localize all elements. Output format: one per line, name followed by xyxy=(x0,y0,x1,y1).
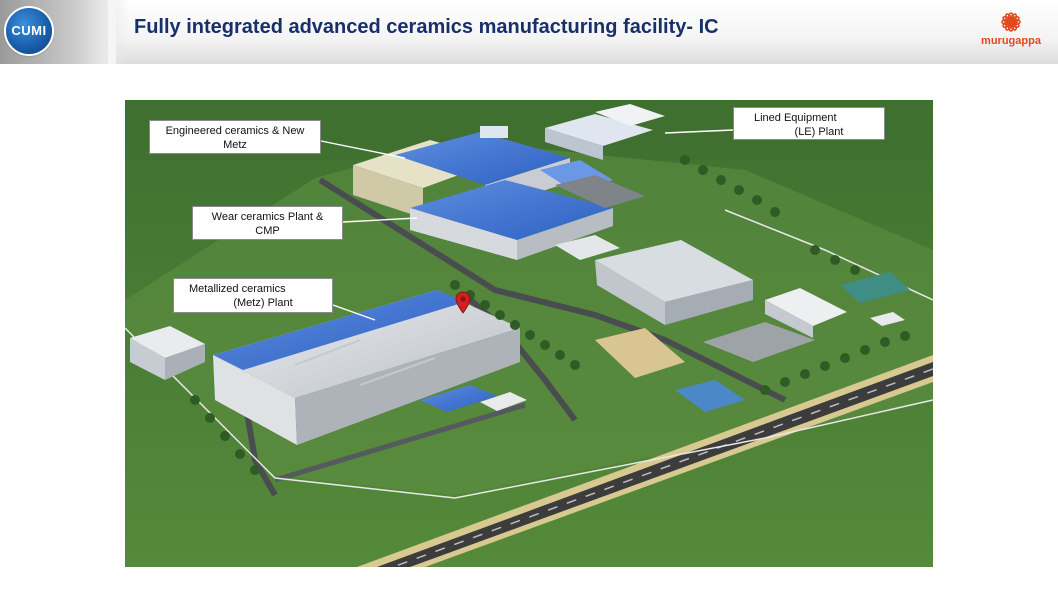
callout-engineered-ceramics: Engineered ceramics & New Metz xyxy=(149,120,321,154)
facility-aerial-illustration xyxy=(125,100,933,567)
callout-line: Metz xyxy=(223,139,247,151)
callout-line: Lined Equipment xyxy=(754,112,837,124)
murugappa-logo: murugappa xyxy=(976,10,1046,52)
callout-line: (LE) Plant xyxy=(794,126,844,138)
callout-lined-equipment: Lined Equipment (LE) Plant xyxy=(733,107,885,140)
murugappa-logo-text: murugappa xyxy=(981,35,1041,47)
header-divider xyxy=(108,0,116,64)
map-pin-icon xyxy=(455,291,471,314)
callout-wear-ceramics: Wear ceramics Plant & CMP xyxy=(192,206,343,240)
callout-line: CMP xyxy=(255,225,280,237)
murugappa-flower-icon xyxy=(1001,12,1021,32)
facility-aerial-image: Engineered ceramics & New Metz Wear cera… xyxy=(125,100,933,567)
callout-line: Engineered ceramics & New xyxy=(165,125,305,137)
slide-header: CUMI Fully integrated advanced ceramics … xyxy=(0,0,1058,64)
callout-line: Metallized ceramics xyxy=(189,283,286,295)
callout-metallized-ceramics: Metallized ceramics (Metz) Plant xyxy=(173,278,333,313)
cumi-logo: CUMI xyxy=(6,8,52,54)
callout-line: Wear ceramics Plant & xyxy=(211,211,324,223)
slide-title: Fully integrated advanced ceramics manuf… xyxy=(134,16,719,38)
callout-line: (Metz) Plant xyxy=(233,297,293,309)
